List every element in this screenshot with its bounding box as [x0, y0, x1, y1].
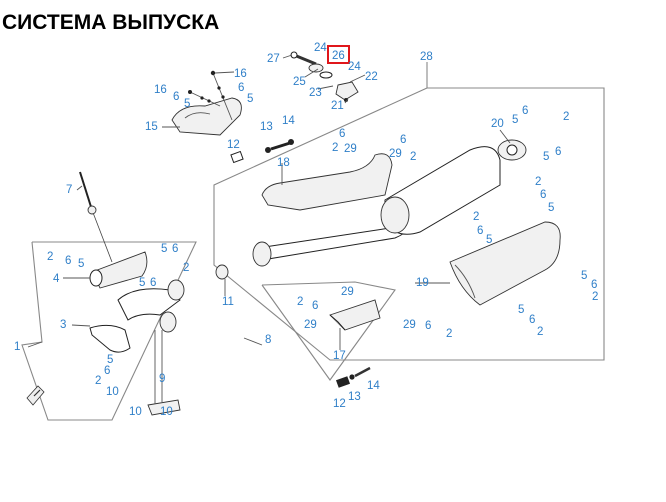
spring-bolt-lower	[335, 366, 371, 388]
callout-5[interactable]: 5	[107, 354, 113, 366]
callout-11[interactable]: 11	[222, 296, 234, 308]
bracket-assembly-21-27	[290, 51, 359, 102]
callout-labels: 27 24 26 24 22 25 23 21 28 16 16 6 6 5 5…	[14, 42, 598, 418]
callout-13[interactable]: 13	[260, 121, 273, 133]
callout-2[interactable]: 2	[446, 328, 452, 340]
callout-6[interactable]: 6	[339, 128, 345, 140]
callout-2[interactable]: 2	[473, 211, 479, 223]
heat-shield-15	[171, 97, 242, 136]
callout-2[interactable]: 2	[537, 326, 543, 338]
callout-2[interactable]: 2	[535, 176, 541, 188]
callout-24[interactable]: 24	[314, 42, 327, 54]
callout-28[interactable]: 28	[420, 51, 433, 63]
callout-6[interactable]: 6	[150, 277, 156, 289]
group-frame-28	[213, 62, 605, 361]
callout-2[interactable]: 2	[47, 251, 53, 263]
callout-18[interactable]: 18	[277, 157, 290, 169]
callout-13[interactable]: 13	[348, 391, 361, 403]
catalytic-converter-4	[89, 251, 148, 289]
callout-5[interactable]: 5	[581, 270, 587, 282]
callout-9[interactable]: 9	[159, 373, 165, 385]
flange	[252, 241, 272, 267]
callout-17[interactable]: 17	[333, 350, 346, 362]
callout-5[interactable]: 5	[184, 98, 190, 110]
bracket-17	[329, 299, 381, 331]
callout-22[interactable]: 22	[365, 71, 378, 83]
callout-6[interactable]: 6	[477, 225, 483, 237]
callout-2[interactable]: 2	[183, 262, 189, 274]
callout-6[interactable]: 6	[312, 300, 318, 312]
callout-2[interactable]: 2	[95, 375, 101, 387]
callout-10[interactable]: 10	[160, 406, 173, 418]
group-frame-muffler-mount	[261, 281, 396, 381]
callout-5[interactable]: 5	[139, 277, 145, 289]
callout-5[interactable]: 5	[486, 234, 492, 246]
bracket-9	[147, 330, 181, 416]
callout-14[interactable]: 14	[282, 115, 295, 127]
callout-29[interactable]: 29	[304, 319, 317, 331]
muffler-shield-19	[449, 221, 561, 306]
callout-2[interactable]: 2	[332, 142, 338, 154]
spring-bolt-upper	[230, 139, 294, 164]
callout-5[interactable]: 5	[548, 202, 554, 214]
callout-15[interactable]: 15	[145, 121, 158, 133]
callout-27[interactable]: 27	[267, 53, 280, 65]
callout-5[interactable]: 5	[543, 151, 549, 163]
callout-2[interactable]: 2	[592, 291, 598, 303]
callout-6[interactable]: 6	[65, 255, 71, 267]
callout-6[interactable]: 6	[522, 105, 528, 117]
callout-23[interactable]: 23	[309, 87, 322, 99]
callout-12[interactable]: 12	[227, 139, 240, 151]
callout-2[interactable]: 2	[410, 151, 416, 163]
callout-4[interactable]: 4	[53, 273, 60, 285]
callout-12[interactable]: 12	[333, 398, 346, 410]
callout-1[interactable]: 1	[14, 341, 20, 353]
callout-6[interactable]: 6	[591, 279, 597, 291]
callout-25[interactable]: 25	[293, 76, 306, 88]
callout-5[interactable]: 5	[78, 258, 84, 270]
muffler-body	[380, 139, 527, 235]
callout-26[interactable]: 26	[332, 50, 345, 62]
header-pipe-3	[89, 279, 185, 353]
leader-lines	[27, 54, 511, 350]
callout-6[interactable]: 6	[540, 189, 546, 201]
callout-8[interactable]: 8	[265, 334, 271, 346]
diagram-title: СИСТЕМА ВЫПУСКА	[2, 11, 220, 34]
callout-10[interactable]: 10	[106, 386, 119, 398]
callout-20[interactable]: 20	[491, 118, 504, 130]
callout-6[interactable]: 6	[400, 134, 406, 146]
o2-sensor-7	[79, 171, 113, 263]
callout-14[interactable]: 14	[367, 380, 380, 392]
callout-6[interactable]: 6	[529, 314, 535, 326]
callout-6[interactable]: 6	[172, 243, 178, 255]
callout-2[interactable]: 2	[297, 296, 303, 308]
callout-29[interactable]: 29	[341, 286, 354, 298]
callout-5[interactable]: 5	[161, 243, 167, 255]
heat-shield-18	[261, 153, 393, 211]
callout-19[interactable]: 19	[416, 277, 429, 289]
callout-6[interactable]: 6	[425, 320, 431, 332]
callout-29[interactable]: 29	[389, 148, 402, 160]
callout-2[interactable]: 2	[563, 111, 569, 123]
highlight-box-26	[327, 45, 350, 64]
callout-29[interactable]: 29	[403, 319, 416, 331]
callout-6[interactable]: 6	[173, 91, 179, 103]
callout-6[interactable]: 6	[555, 146, 561, 158]
callout-3[interactable]: 3	[60, 319, 66, 331]
fasteners-16	[188, 70, 233, 121]
callout-16[interactable]: 16	[234, 68, 247, 80]
callout-29[interactable]: 29	[344, 143, 357, 155]
front-direction-icon	[26, 385, 45, 406]
callout-6[interactable]: 6	[104, 365, 110, 377]
callout-7[interactable]: 7	[66, 184, 72, 196]
callout-21[interactable]: 21	[331, 100, 344, 112]
callout-16[interactable]: 16	[154, 84, 167, 96]
callout-5[interactable]: 5	[247, 93, 253, 105]
callout-6[interactable]: 6	[238, 82, 244, 94]
callout-5[interactable]: 5	[518, 304, 524, 316]
callout-10[interactable]: 10	[129, 406, 142, 418]
gasket-11	[215, 264, 229, 280]
callout-5[interactable]: 5	[512, 114, 518, 126]
callout-24[interactable]: 24	[348, 61, 361, 73]
